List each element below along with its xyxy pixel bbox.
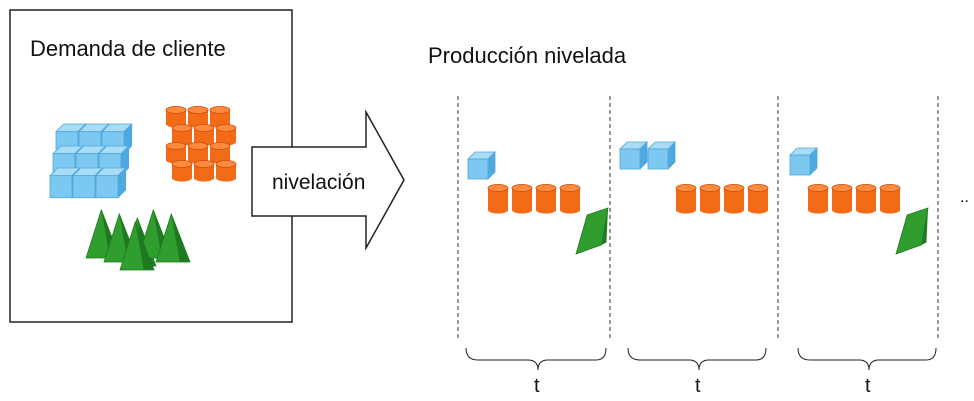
period-cylinder: [699, 183, 721, 214]
period-dividers: [457, 96, 939, 340]
leveled-production-title: Producción nivelada: [428, 43, 627, 68]
leveling-arrow: nivelación: [251, 109, 405, 251]
leveling-arrow-shape: [251, 109, 405, 251]
period-cube: [789, 147, 818, 176]
demand-cube: [95, 167, 127, 199]
demand-cylinder: [171, 159, 193, 182]
period-cylinder: [747, 183, 769, 214]
demand-blue-cubes: [49, 123, 133, 199]
demand-cylinder: [165, 106, 187, 128]
period-cylinder: [487, 183, 509, 214]
period-label: t: [865, 375, 871, 397]
demand-cylinder: [187, 141, 209, 164]
period-cylinder: [511, 183, 533, 214]
customer-demand-panel: Demanda de cliente: [9, 9, 293, 323]
period-bracket: [465, 347, 607, 371]
demand-green-prisms: [85, 208, 191, 271]
production-period-2: t: [619, 141, 769, 397]
period-cube: [647, 141, 676, 170]
continuation-dots: ..: [960, 189, 969, 206]
period-prism: [575, 207, 609, 255]
demand-cylinder: [187, 106, 209, 128]
period-cylinder: [807, 183, 829, 214]
period-cylinder: [559, 183, 581, 214]
period-prism: [895, 207, 929, 255]
period-label: t: [534, 375, 540, 397]
demand-prism: [155, 212, 191, 263]
demand-cylinder: [215, 159, 237, 182]
period-bracket: [797, 347, 937, 371]
demand-cylinder: [165, 141, 187, 164]
period-cube: [467, 151, 496, 180]
demand-cylinder: [193, 159, 215, 182]
period-cylinder: [855, 183, 877, 214]
period-cylinder: [535, 183, 557, 214]
period-cube: [619, 141, 648, 170]
period-cylinder: [723, 183, 745, 214]
period-cylinder: [675, 183, 697, 214]
production-period-1: t: [465, 151, 609, 397]
period-label: t: [695, 375, 701, 397]
leveling-arrow-label: nivelación: [272, 171, 365, 194]
period-cylinder: [879, 183, 901, 214]
period-bracket: [627, 347, 767, 371]
demand-prism: [119, 220, 155, 271]
demand-orange-cylinders: [165, 106, 237, 182]
demand-cylinder: [209, 141, 231, 164]
customer-demand-title: Demanda de cliente: [30, 36, 226, 61]
period-cylinder: [831, 183, 853, 214]
production-period-3: t: [789, 147, 937, 397]
